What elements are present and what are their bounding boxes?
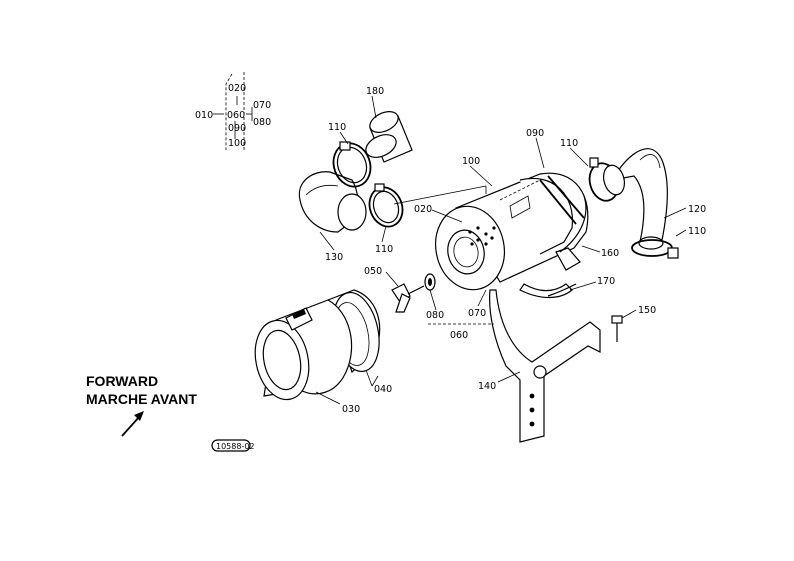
- hose-120: [610, 148, 668, 250]
- callout-060: 060: [450, 330, 468, 341]
- legend-090: 090: [228, 123, 246, 134]
- callout-040: 040: [374, 384, 392, 395]
- cover-030: [254, 299, 353, 401]
- strap-160: [555, 195, 587, 271]
- legend-010: 010: [195, 110, 213, 121]
- clamp-110-upper: [332, 141, 372, 188]
- hose-130: [298, 171, 367, 233]
- callout-050: 050: [364, 266, 382, 277]
- leader-lines: [315, 95, 687, 405]
- callout-110-top-right: 110: [560, 138, 578, 149]
- callout-150: 150: [638, 305, 656, 316]
- stamp-text: 10588-02: [216, 442, 255, 451]
- callout-030: 030: [342, 404, 360, 415]
- washer-080: [424, 273, 436, 291]
- wing-nut-050: [391, 283, 425, 313]
- air-cleaner-body: [435, 172, 589, 291]
- callout-100: 100: [462, 156, 480, 167]
- callout-020: 020: [414, 204, 432, 215]
- legend-080: 080: [253, 117, 271, 128]
- forward-arrow-icon: [134, 411, 144, 421]
- callout-180: 180: [366, 86, 384, 97]
- bolt-150: [611, 315, 623, 342]
- marche-avant-label: MARCHE AVANT: [86, 391, 197, 407]
- drawing-stamp: 10588-02: [211, 439, 255, 452]
- callout-160: 160: [601, 248, 619, 259]
- forward-label: FORWARD: [86, 373, 158, 389]
- callout-080: 080: [426, 310, 444, 321]
- callout-110-upper-left: 110: [328, 122, 346, 133]
- clamp-110-right-lower: [631, 239, 679, 259]
- callout-110-lower-left: 110: [375, 244, 393, 255]
- part-index-legend: 010 020 060 070 080 090 100: [195, 72, 271, 150]
- bracket-170: [519, 283, 577, 299]
- callout-090: 090: [526, 128, 544, 139]
- callout-140: 140: [478, 381, 496, 392]
- forward-arrow-shaft: [121, 415, 141, 437]
- clamp-110-lower: [368, 183, 404, 228]
- callout-070: 070: [468, 308, 486, 319]
- callout-170: 170: [597, 276, 615, 287]
- direction-indicator: FORWARD MARCHE AVANT: [86, 373, 197, 437]
- callout-120: 120: [688, 204, 706, 215]
- support-140: [489, 289, 601, 443]
- callout-110-right: 110: [688, 226, 706, 237]
- legend-020: 020: [228, 83, 246, 94]
- legend-100: 100: [228, 138, 246, 149]
- connector-180: [365, 111, 413, 163]
- callout-labels: 180 110 130 110 100 090 110 120 110 020 …: [325, 86, 706, 415]
- clamp-110-right-upper: [588, 157, 626, 202]
- callout-130: 130: [325, 252, 343, 263]
- legend-070: 070: [253, 100, 271, 111]
- legend-060: 060: [227, 110, 245, 121]
